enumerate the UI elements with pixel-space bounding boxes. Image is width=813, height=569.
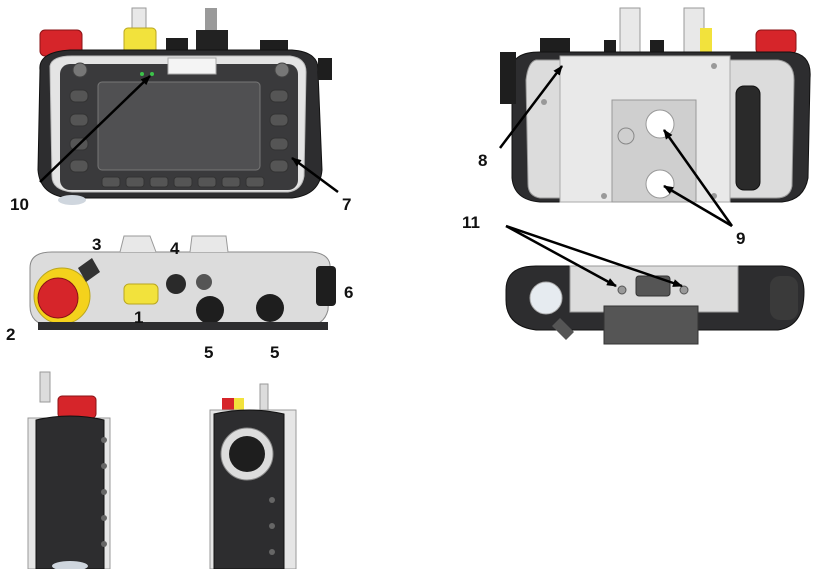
bottom-view bbox=[505, 265, 805, 345]
left-side-buttons bbox=[101, 437, 107, 547]
callout-5a: 5 bbox=[204, 343, 213, 362]
leader-10 bbox=[39, 75, 151, 183]
callout-9: 9 bbox=[736, 229, 745, 248]
top-view bbox=[29, 235, 336, 330]
back-screw-1 bbox=[541, 99, 547, 105]
right-side-handwheel bbox=[229, 436, 265, 472]
top-bottom-rail bbox=[38, 322, 328, 330]
handwheel-front bbox=[318, 58, 332, 80]
back-screw-2 bbox=[601, 193, 607, 199]
front-view bbox=[37, 7, 332, 205]
bottom-screw-left bbox=[617, 285, 627, 295]
callout-10: 10 bbox=[10, 195, 29, 214]
back-cable-1 bbox=[619, 7, 641, 55]
callout-1: 1 bbox=[134, 308, 143, 327]
screw-tl bbox=[72, 62, 88, 78]
label-plate bbox=[167, 57, 217, 75]
leader-11b bbox=[505, 224, 683, 288]
callout-labels: 1 2 3 4 5 5 6 7 8 9 10 11 bbox=[6, 151, 745, 362]
back-handwheel bbox=[500, 52, 516, 104]
top-selector-switch bbox=[78, 258, 100, 282]
right-side-estop-yellow bbox=[234, 398, 244, 410]
back-estop bbox=[755, 29, 797, 55]
callout-5b: 5 bbox=[270, 343, 279, 362]
mount-hole-upper bbox=[645, 109, 675, 139]
callout-4: 4 bbox=[170, 239, 180, 258]
back-latch-ring bbox=[617, 127, 635, 145]
back-knob-3 bbox=[604, 40, 616, 54]
usb-port bbox=[166, 274, 186, 294]
callout-11: 11 bbox=[462, 213, 480, 232]
callout-3: 3 bbox=[92, 235, 101, 254]
back-view bbox=[500, 7, 811, 203]
back-knob-2 bbox=[650, 40, 664, 54]
right-side-cable bbox=[259, 383, 269, 413]
back-screw-4 bbox=[711, 63, 717, 69]
top-cable-gland-2 bbox=[189, 235, 229, 253]
leader-7 bbox=[291, 156, 339, 194]
top-handwheel bbox=[316, 266, 336, 306]
touch-screen bbox=[97, 81, 261, 171]
leader-9b bbox=[663, 184, 733, 228]
right-side-view bbox=[209, 383, 297, 569]
enable-switch bbox=[123, 283, 159, 305]
key-switch bbox=[196, 274, 212, 290]
left-side-estop bbox=[57, 395, 97, 419]
callout-2: 2 bbox=[6, 325, 15, 344]
leader-8 bbox=[499, 65, 563, 149]
foot-left bbox=[58, 195, 86, 205]
left-side-foot bbox=[52, 561, 88, 569]
bottom-mount-block bbox=[603, 305, 699, 345]
screw-tr bbox=[274, 62, 290, 78]
bottom-foot-dome bbox=[529, 281, 563, 315]
leader-9a bbox=[662, 129, 734, 227]
status-led-1 bbox=[140, 72, 144, 76]
left-side-housing bbox=[35, 415, 105, 569]
bottom-keys bbox=[101, 176, 265, 188]
top-estop-button bbox=[37, 277, 79, 319]
override-knob-2 bbox=[256, 294, 284, 322]
bottom-screw-right bbox=[679, 285, 689, 295]
leader-lines bbox=[39, 65, 734, 288]
right-side-estop-red bbox=[222, 398, 234, 410]
right-keys bbox=[269, 89, 289, 173]
callout-8: 8 bbox=[478, 151, 487, 170]
leader-11a bbox=[505, 224, 617, 288]
bottom-tab bbox=[552, 318, 574, 340]
override-knob-1 bbox=[196, 296, 224, 324]
back-grip-strap bbox=[735, 85, 761, 191]
bottom-grip bbox=[770, 276, 798, 320]
callout-6: 6 bbox=[344, 283, 353, 302]
callout-7: 7 bbox=[342, 195, 351, 214]
left-side-cable bbox=[39, 371, 51, 403]
back-yellow-relief bbox=[700, 28, 712, 54]
right-side-buttons bbox=[269, 497, 275, 555]
left-side-view bbox=[27, 371, 111, 569]
mount-hole-lower bbox=[645, 169, 675, 199]
top-cable-gland bbox=[119, 235, 157, 253]
status-led-2 bbox=[150, 72, 154, 76]
